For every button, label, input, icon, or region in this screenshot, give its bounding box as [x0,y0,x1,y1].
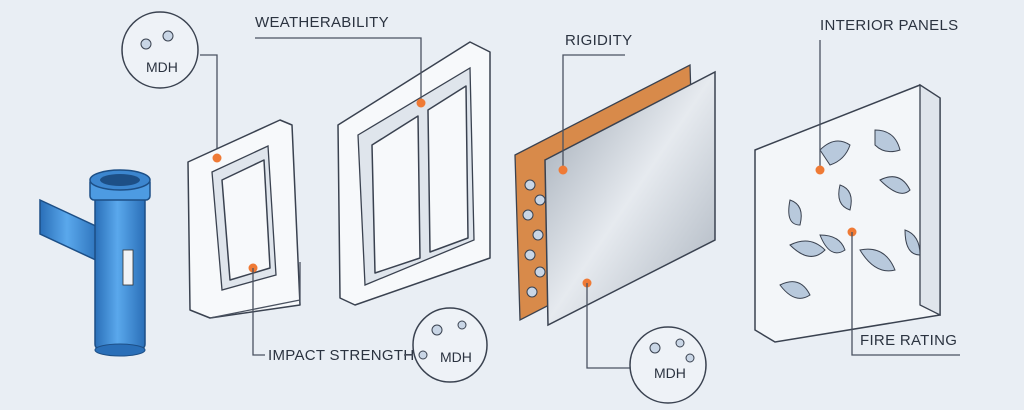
fire-rating-label: FIRE RATING [860,332,957,349]
mdh-label: MDH [654,365,686,381]
marker-dot [416,98,426,108]
impact-strength-label: IMPACT STRENGTH [268,347,414,364]
window-frame-small [187,119,301,319]
rigidity-label: RIGIDITY [565,32,632,49]
impact-strength-annotation: IMPACT STRENGTH MDH [248,263,488,383]
interior-panel-illustration: INTERIOR PANELS FIRE RATING [754,17,960,356]
weatherability-label: WEATHERABILITY [255,14,389,31]
mdh-callout-1: MDH [121,11,218,158]
mdh-label: MDH [440,349,472,365]
marker-dot [212,153,222,163]
window-frame-large [337,41,491,306]
mdh-callout-3: MDH [629,326,707,404]
mdh-label: MDH [146,59,178,75]
interior-panels-label: INTERIOR PANELS [820,17,958,34]
pipe-illustration [39,169,151,357]
weatherability-annotation: WEATHERABILITY [255,14,426,108]
rigid-panel-illustration: RIGIDITY [514,32,716,369]
